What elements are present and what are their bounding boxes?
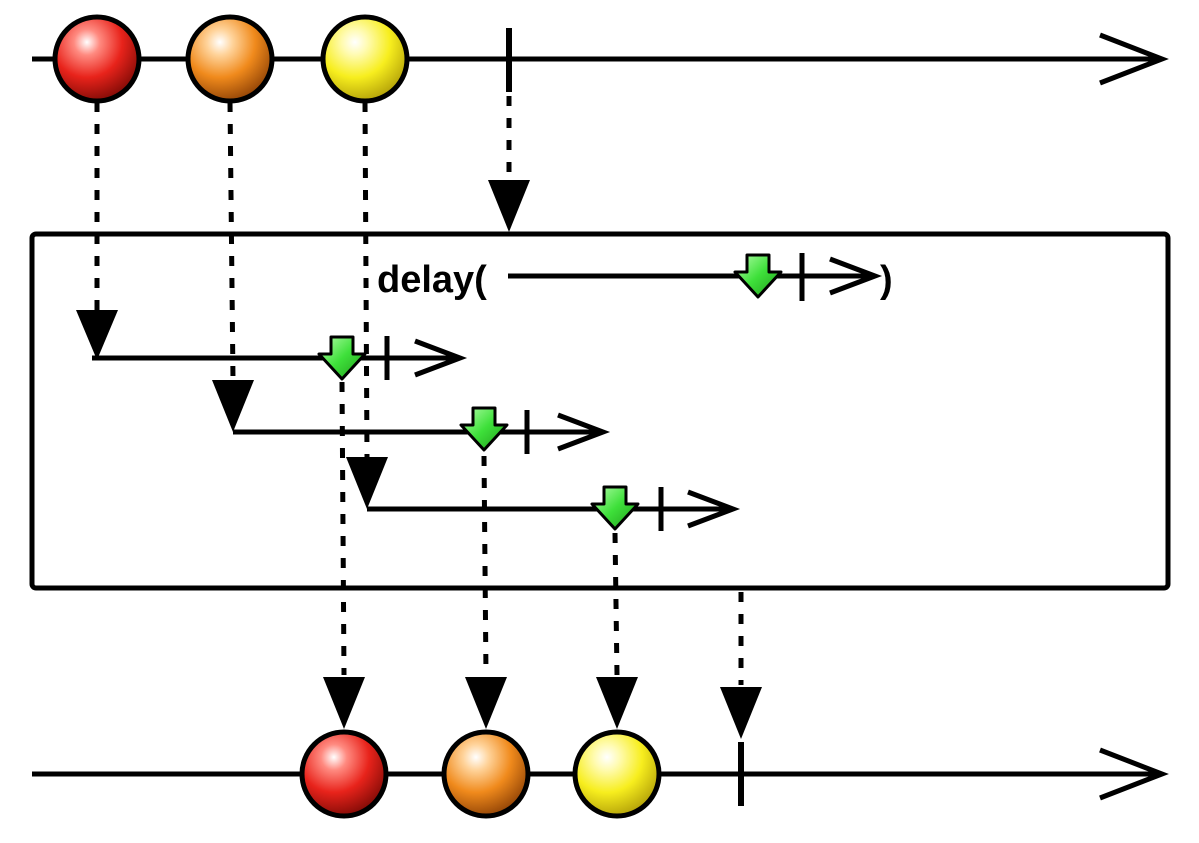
triangle-arrowhead-icon	[212, 380, 254, 432]
open-arrowhead-icon	[557, 412, 611, 452]
source-marble-orange	[185, 14, 275, 104]
green-down-arrow-icon	[459, 406, 509, 452]
source-connectors	[94, 96, 512, 458]
triangle-arrowhead-icon	[488, 180, 530, 232]
green-down-arrow-icon	[733, 253, 783, 299]
operator-label-close: )	[880, 259, 893, 301]
source-marble-yellow	[320, 14, 410, 104]
triangle-arrowhead-icon	[465, 677, 507, 729]
triangle-arrowhead-icon	[596, 677, 638, 729]
output-marble-red	[299, 729, 389, 819]
delay-lane-red	[76, 310, 468, 381]
operator-box	[29, 231, 1171, 591]
delay-lane-orange	[212, 380, 611, 454]
triangle-arrowhead-icon	[720, 687, 762, 739]
output-connectors	[339, 381, 744, 685]
output-timeline	[32, 729, 1169, 819]
connector-orange-out	[481, 455, 489, 676]
output-marble-orange	[441, 729, 531, 819]
triangle-arrowhead-icon	[346, 457, 388, 509]
open-arrowhead-icon	[1099, 747, 1169, 801]
delay-lane-yellow	[346, 457, 741, 531]
open-arrowhead-icon	[1099, 32, 1169, 86]
open-arrowhead-icon	[414, 338, 468, 378]
green-down-arrow-icon	[590, 485, 640, 531]
connector-orange-in	[227, 101, 236, 381]
triangle-arrowhead-icon	[76, 310, 118, 360]
green-down-arrow-icon	[317, 335, 367, 381]
triangle-arrowhead-icon	[323, 677, 365, 729]
output-marble-yellow	[572, 729, 662, 819]
open-arrowhead-icon	[687, 489, 741, 529]
connector-yellow-out	[612, 532, 620, 676]
connector-red-out	[339, 381, 347, 676]
operator-label: delay(	[377, 259, 487, 301]
open-arrowhead-icon	[829, 256, 883, 296]
connector-yellow-in	[362, 101, 370, 458]
source-timeline	[32, 14, 1169, 104]
source-marble-red	[52, 14, 142, 104]
